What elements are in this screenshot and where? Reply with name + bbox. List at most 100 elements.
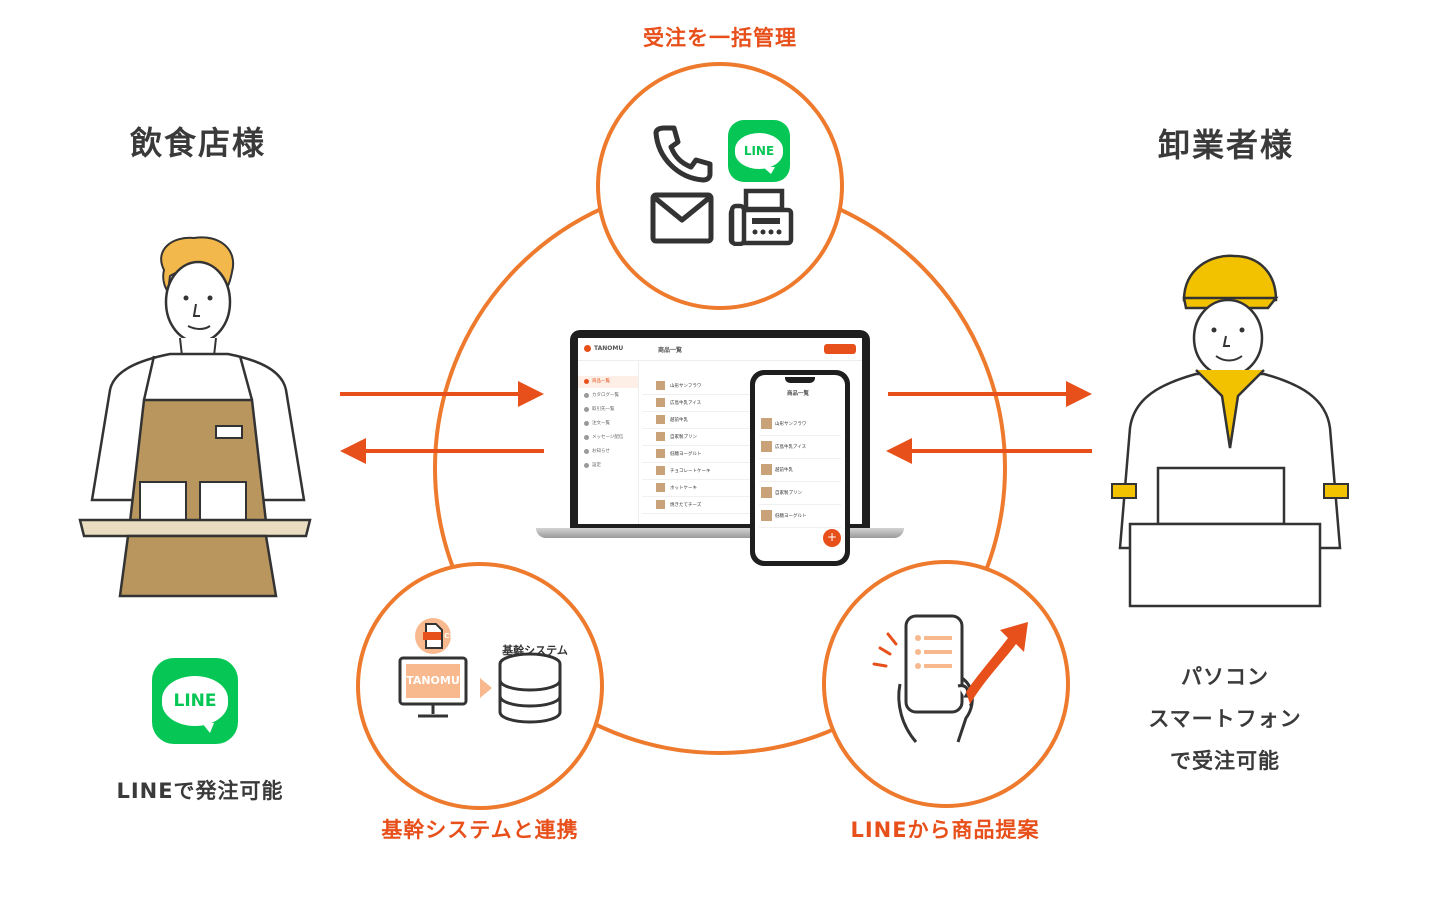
product-name: ホットケーキ: [670, 486, 697, 491]
product-name: 広島牛乳アイス: [670, 401, 702, 406]
right-arrows: [886, 381, 1092, 464]
product-row[interactable]: 焼きたてチーズ: [642, 497, 752, 514]
sidebar-menu-item[interactable]: 注文一覧: [578, 418, 638, 430]
product-row[interactable]: 自家製プリン: [642, 429, 752, 446]
menu-icon: [584, 407, 589, 412]
phone-product-list: 山形サンフラワ広島牛乳アイス越前牛乳自家製プリン低糖ヨーグルト: [759, 413, 841, 553]
product-name: 広島牛乳アイス: [775, 445, 807, 450]
system-link-illustration: [398, 618, 562, 724]
system-integration-label: 基幹システムと連携: [381, 818, 579, 842]
smartphone-frame: 商品一覧 山形サンフラワ広島牛乳アイス越前牛乳自家製プリン低糖ヨーグルト +: [750, 370, 850, 566]
product-thumbnail: [656, 381, 665, 390]
product-thumbnail: [656, 483, 665, 492]
product-thumbnail: [656, 500, 665, 509]
arrow-left-icon: [340, 438, 366, 464]
menu-icon: [584, 435, 589, 440]
brand-logo-icon: [584, 345, 591, 352]
product-name: 低糖ヨーグルト: [670, 452, 702, 457]
wholesaler-title: 卸業者様: [1157, 126, 1294, 164]
product-thumbnail: [761, 441, 772, 452]
mail-icon: [650, 192, 714, 244]
product-row[interactable]: 山形サンフラワ: [642, 378, 752, 395]
menu-label: 設定: [592, 463, 601, 468]
laptop-product-list: 山形サンフラワ広島牛乳アイス越前牛乳自家製プリン低糖ヨーグルトチョコレートケーキ…: [642, 378, 752, 524]
phone-product-row[interactable]: 越前牛乳: [759, 459, 841, 482]
product-thumbnail: [761, 464, 772, 475]
order-channels-circle: LINE: [596, 62, 844, 310]
caption-line: スマートフォン: [1148, 707, 1302, 731]
product-name: 山形サンフラワ: [670, 384, 702, 389]
menu-label: メッセージ配信: [592, 435, 624, 440]
product-row[interactable]: 広島牛乳アイス: [642, 395, 752, 412]
phone-icon: [653, 125, 713, 183]
smartphone-screen: 商品一覧 山形サンフラワ広島牛乳アイス越前牛乳自家製プリン低糖ヨーグルト +: [755, 375, 845, 561]
menu-label: 注文一覧: [592, 421, 610, 426]
line-proposal-circle: [822, 560, 1070, 808]
growth-arrow-icon: [966, 622, 1028, 704]
arrow-right-icon: [1066, 381, 1092, 407]
phone-page-title: 商品一覧: [787, 391, 810, 397]
csv-badge: CSV: [444, 632, 460, 640]
sidebar-menu-item[interactable]: メッセージ配信: [578, 432, 638, 444]
restaurant-caption: LINEで発注可能: [116, 779, 284, 803]
product-name: 越前牛乳: [775, 468, 793, 473]
phone-product-row[interactable]: 自家製プリン: [759, 482, 841, 505]
menu-label: 商品一覧: [592, 379, 610, 384]
product-name: 山形サンフラワ: [775, 422, 807, 427]
product-name: 低糖ヨーグルト: [775, 514, 807, 519]
product-row[interactable]: ホットケーキ: [642, 480, 752, 497]
laptop-header: TANOMU 商品一覧: [578, 338, 862, 361]
phone-hand-illustration: [872, 614, 1028, 743]
sidebar-menu-item[interactable]: 取引先一覧: [578, 404, 638, 416]
product-row[interactable]: 越前牛乳: [642, 412, 752, 429]
line-icon: LINE: [728, 120, 790, 182]
phone-product-row[interactable]: 広島牛乳アイス: [759, 436, 841, 459]
sidebar-menu-item[interactable]: カタログ一覧: [578, 390, 638, 402]
core-system-label: 基幹システム: [502, 644, 568, 657]
phone-notch: [785, 377, 815, 383]
line-logo-text: LINE: [735, 133, 783, 174]
menu-label: カタログ一覧: [592, 393, 619, 398]
phone-product-row[interactable]: 低糖ヨーグルト: [759, 505, 841, 528]
product-thumbnail: [656, 432, 665, 441]
line-logo-text: LINE: [162, 676, 228, 733]
laptop-base: [536, 528, 904, 538]
product-thumbnail: [656, 398, 665, 407]
caption-line: パソコン: [1181, 665, 1269, 689]
line-proposal-label: LINEから商品提案: [850, 818, 1040, 842]
laptop-page-title: 商品一覧: [658, 347, 683, 354]
sidebar-menu-item[interactable]: お知らせ: [578, 446, 638, 458]
left-arrows: [340, 381, 544, 464]
product-thumbnail: [761, 487, 772, 498]
flow-arrow-icon: [480, 678, 492, 698]
caption-line: で受注可能: [1170, 749, 1280, 773]
product-thumbnail: [656, 415, 665, 424]
notification-spark-icon: [872, 632, 898, 668]
phone-product-row[interactable]: 山形サンフラワ: [759, 413, 841, 436]
menu-icon: [584, 393, 589, 398]
restaurant-title: 飲食店様: [129, 124, 266, 162]
fax-icon: [728, 188, 794, 246]
product-name: 焼きたてチーズ: [670, 503, 702, 508]
menu-icon: [584, 379, 589, 384]
wholesaler-staff-illustration: [1111, 254, 1349, 608]
product-row[interactable]: チョコレートケーキ: [642, 463, 752, 480]
wholesaler-caption: パソコン スマートフォン で受注可能: [1110, 656, 1340, 782]
product-name: 越前牛乳: [670, 418, 688, 423]
brand-name: TANOMU: [594, 345, 624, 352]
line-app-logo: LINE: [152, 658, 238, 744]
sidebar-menu-item[interactable]: 商品一覧: [578, 376, 638, 388]
product-name: 自家製プリン: [670, 435, 697, 440]
product-name: 自家製プリン: [775, 491, 802, 496]
add-fab-button[interactable]: +: [823, 529, 841, 547]
product-thumbnail: [761, 510, 772, 521]
tanomu-monitor-label: TANOMU: [406, 674, 460, 687]
laptop-sidebar: 商品一覧カタログ一覧取引先一覧注文一覧メッセージ配信お知らせ設定: [578, 360, 639, 524]
sidebar-menu-item[interactable]: 設定: [578, 460, 638, 472]
add-product-button[interactable]: [824, 344, 856, 354]
product-row[interactable]: 低糖ヨーグルト: [642, 446, 752, 463]
product-thumbnail: [656, 449, 665, 458]
menu-icon: [584, 449, 589, 454]
arrow-right-icon: [518, 381, 544, 407]
